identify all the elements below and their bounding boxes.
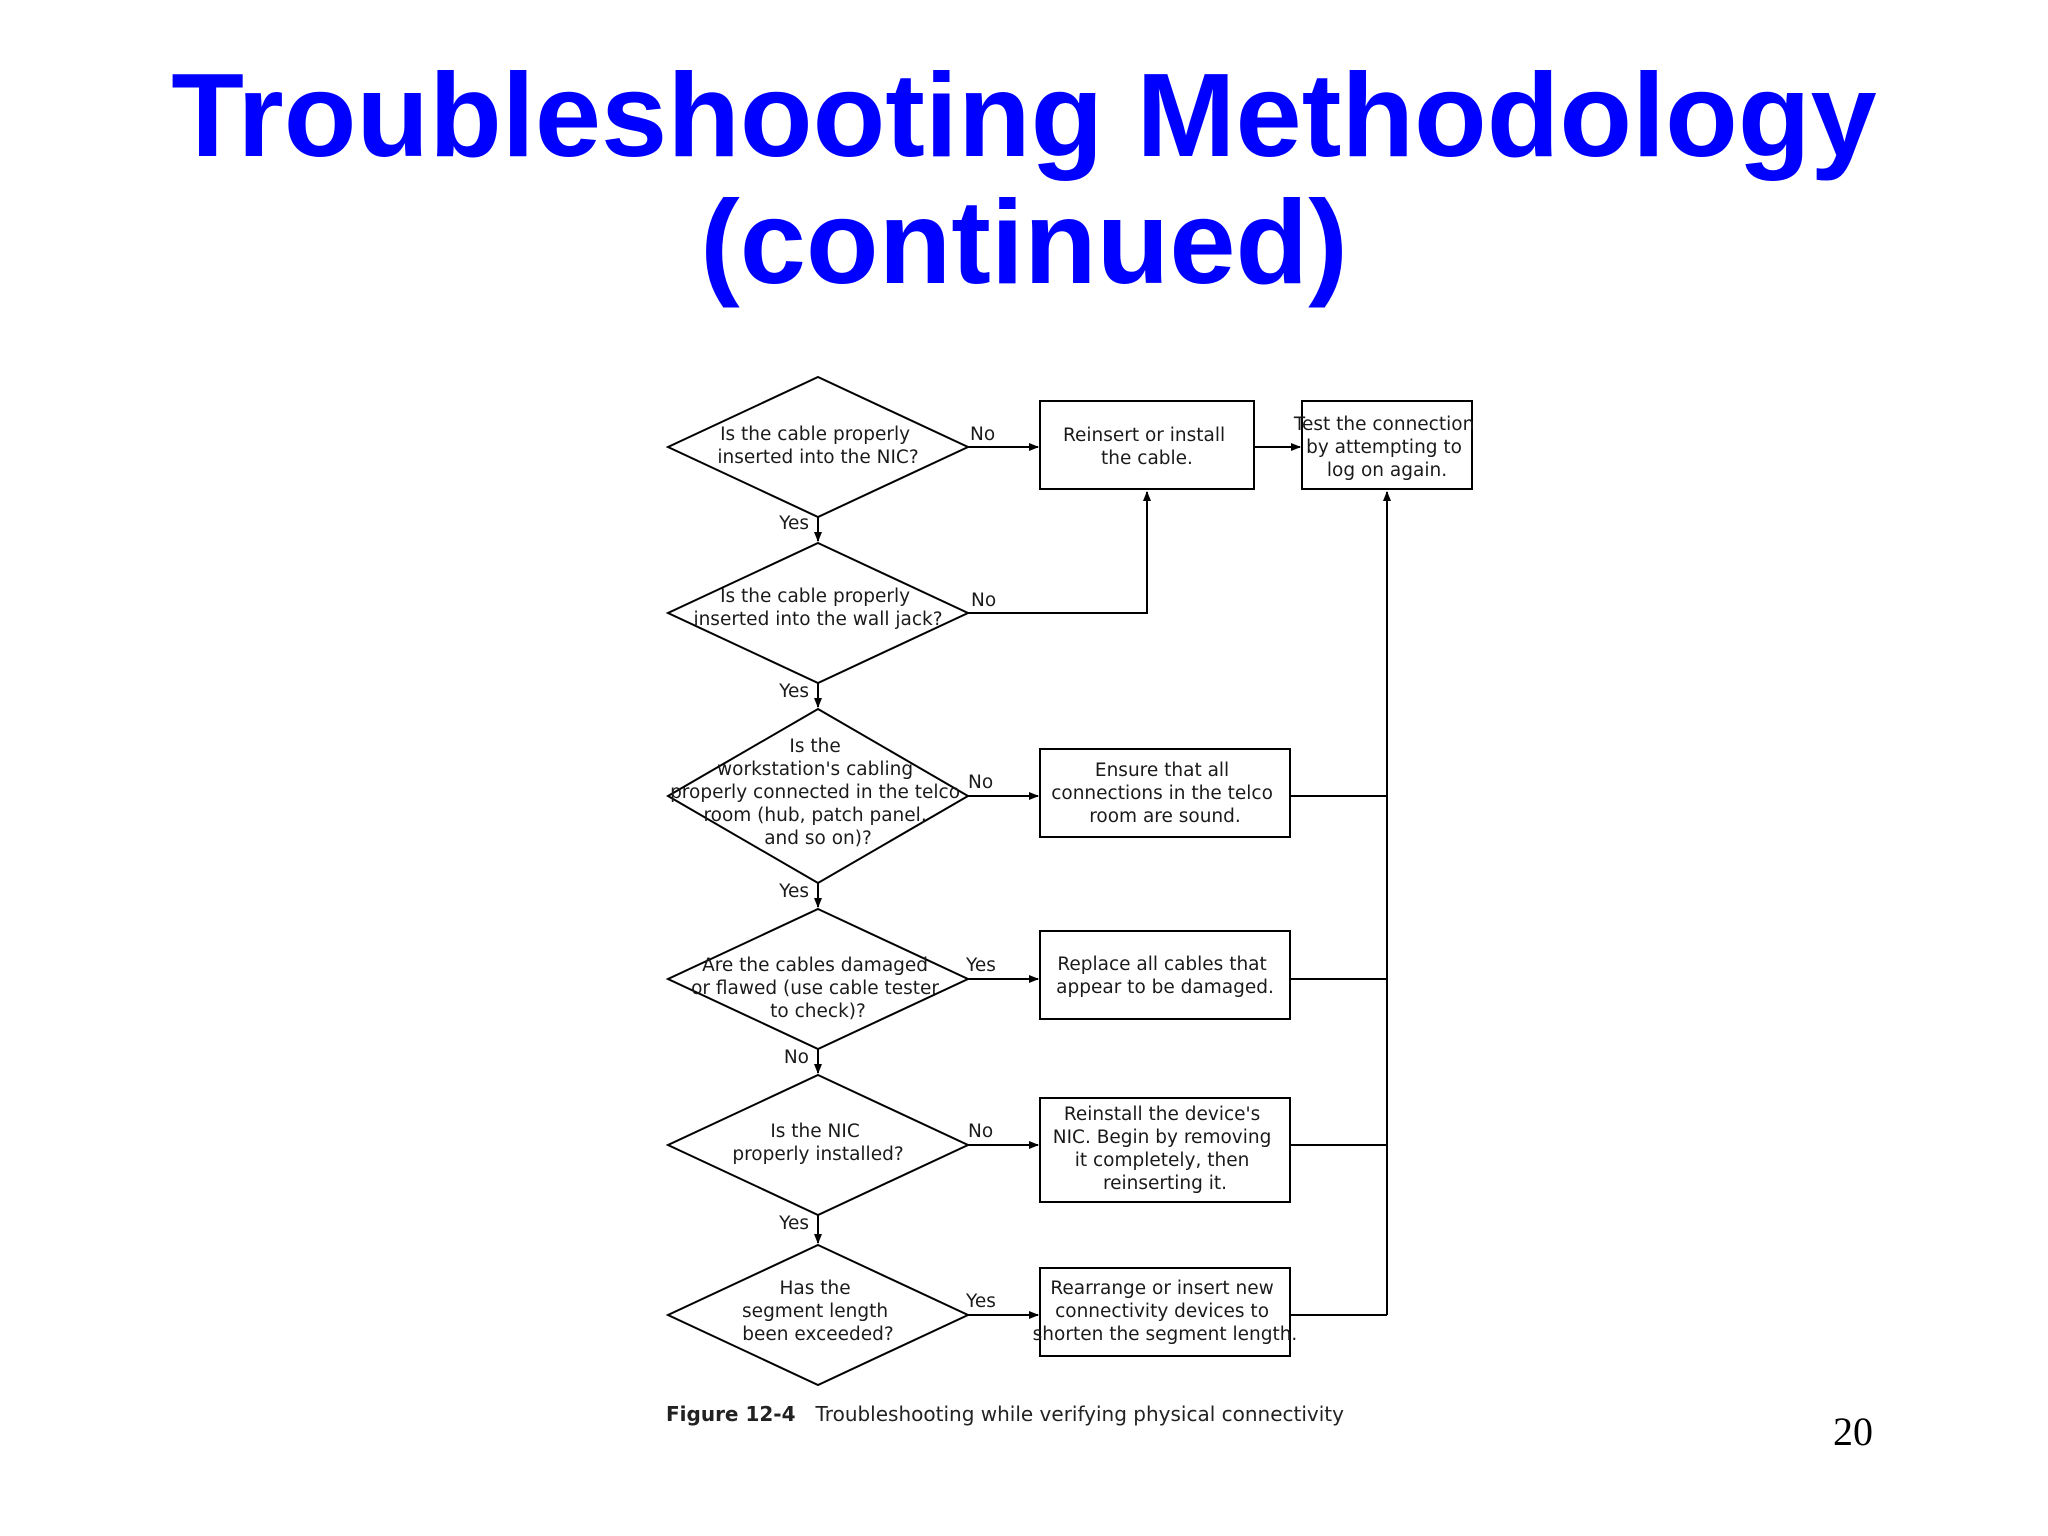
- edge-label-d1-no: No: [970, 424, 995, 445]
- decision-text-cable-nic: Is the cable properly inserted into the …: [717, 424, 918, 468]
- slide-title: Troubleshooting Methodology (continued): [0, 52, 2048, 306]
- decision-text-wall-jack: Is the cable properly inserted into the …: [693, 586, 942, 630]
- edge-label-d2-yes: Yes: [778, 681, 809, 702]
- action-box-replace-cables: [1039, 930, 1291, 1020]
- decision-text-segment-length: Has the segment length been exceeded?: [742, 1278, 894, 1345]
- figure-caption-text: Troubleshooting while verifying physical…: [815, 1402, 1344, 1426]
- action-box-test-connection: [1301, 400, 1473, 490]
- decision-text-nic-installed: Is the NIC properly installed?: [732, 1121, 903, 1165]
- action-text-rearrange-devices: Rearrange or insert new connectivity dev…: [1033, 1278, 1298, 1345]
- action-box-reinsert-cable: [1039, 400, 1255, 490]
- edge-label-d5-yes: Yes: [778, 1213, 809, 1234]
- action-text-telco-connections: Ensure that all connections in the telco…: [1051, 760, 1279, 827]
- figure-label: Figure 12-4: [666, 1402, 796, 1426]
- action-box-reinstall-nic: [1039, 1097, 1291, 1203]
- edge-label-d4-no: No: [784, 1047, 809, 1068]
- action-text-reinstall-nic: Reinstall the device's NIC. Begin by rem…: [1053, 1104, 1277, 1194]
- edge-label-d6-yes: Yes: [965, 1291, 996, 1312]
- action-text-reinsert-cable: Reinsert or install the cable.: [1063, 425, 1231, 469]
- edge-label-d5-no: No: [968, 1121, 993, 1142]
- figure-caption: Figure 12-4 Troubleshooting while verifyi…: [666, 1402, 1344, 1426]
- action-text-replace-cables: Replace all cables that appear to be dam…: [1056, 954, 1274, 998]
- edge-label-d1-yes: Yes: [778, 513, 809, 534]
- edge-label-d2-no: No: [971, 590, 996, 611]
- action-box-telco-connections: [1039, 748, 1291, 838]
- action-text-test-connection: Test the connection by attempting to log…: [1293, 414, 1480, 481]
- page-number: 20: [1833, 1409, 1873, 1454]
- edge-label-d3-yes: Yes: [778, 881, 809, 902]
- slide-title-line-1: Troubleshooting Methodology: [171, 49, 1877, 182]
- edge-label-d4-yes: Yes: [965, 955, 996, 976]
- decision-text-cables-damaged: Are the cables damaged or flawed (use ca…: [691, 955, 945, 1022]
- action-box-rearrange-devices: [1039, 1267, 1291, 1357]
- decision-shape-segment-length: [665, 1243, 971, 1387]
- decision-text-telco-room: Is the workstation's cabling properly co…: [670, 736, 966, 849]
- edge-label-d3-no: No: [968, 772, 993, 793]
- arrow-d2-to-reinsert: [968, 491, 1151, 614]
- slide-title-line-2: (continued): [700, 176, 1348, 309]
